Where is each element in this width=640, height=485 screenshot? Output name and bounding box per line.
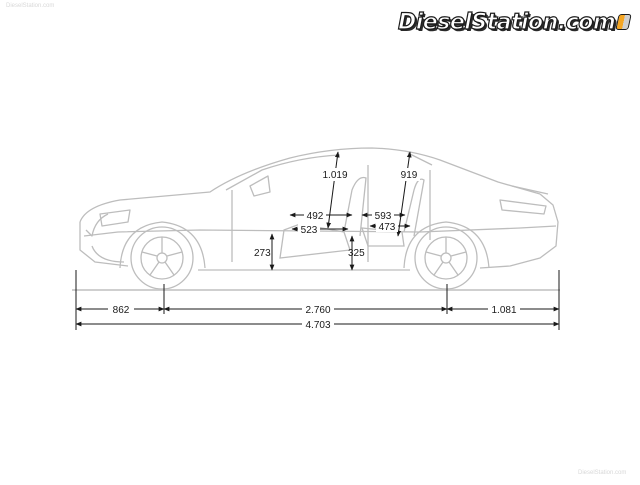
dim-legroom-front: 523 (301, 225, 318, 236)
dim-legroom-rear: 473 (379, 222, 396, 233)
dim-headroom-front: 1.019 (322, 170, 347, 181)
corner-mark-top: DieselStation.com (6, 3, 55, 9)
dim-seat-height: 273 (254, 248, 271, 259)
rear-wheel (403, 221, 490, 290)
dim-seat-front: 492 (307, 211, 324, 222)
dimension-labels: 1.019 919 492 593 523 473 273 325 862 2.… (108, 168, 520, 331)
site-logo: DieselStation.com (397, 8, 632, 36)
logo-badge-icon (615, 14, 632, 30)
front-wheel (119, 221, 206, 290)
corner-mark-bottom: DieselStation.com (578, 470, 627, 476)
dim-seat-rear: 593 (375, 211, 392, 222)
dim-rear-overhang: 1.081 (491, 305, 516, 316)
site-logo-text: DieselStation.com (397, 9, 616, 35)
dim-wheelbase: 2.760 (305, 305, 330, 316)
dim-headroom-rear: 919 (401, 170, 418, 181)
dim-floor-to-seat: 325 (348, 248, 365, 259)
dim-overall-length: 4.703 (305, 320, 330, 331)
car-body (79, 147, 559, 271)
dim-front-overhang: 862 (113, 305, 130, 316)
